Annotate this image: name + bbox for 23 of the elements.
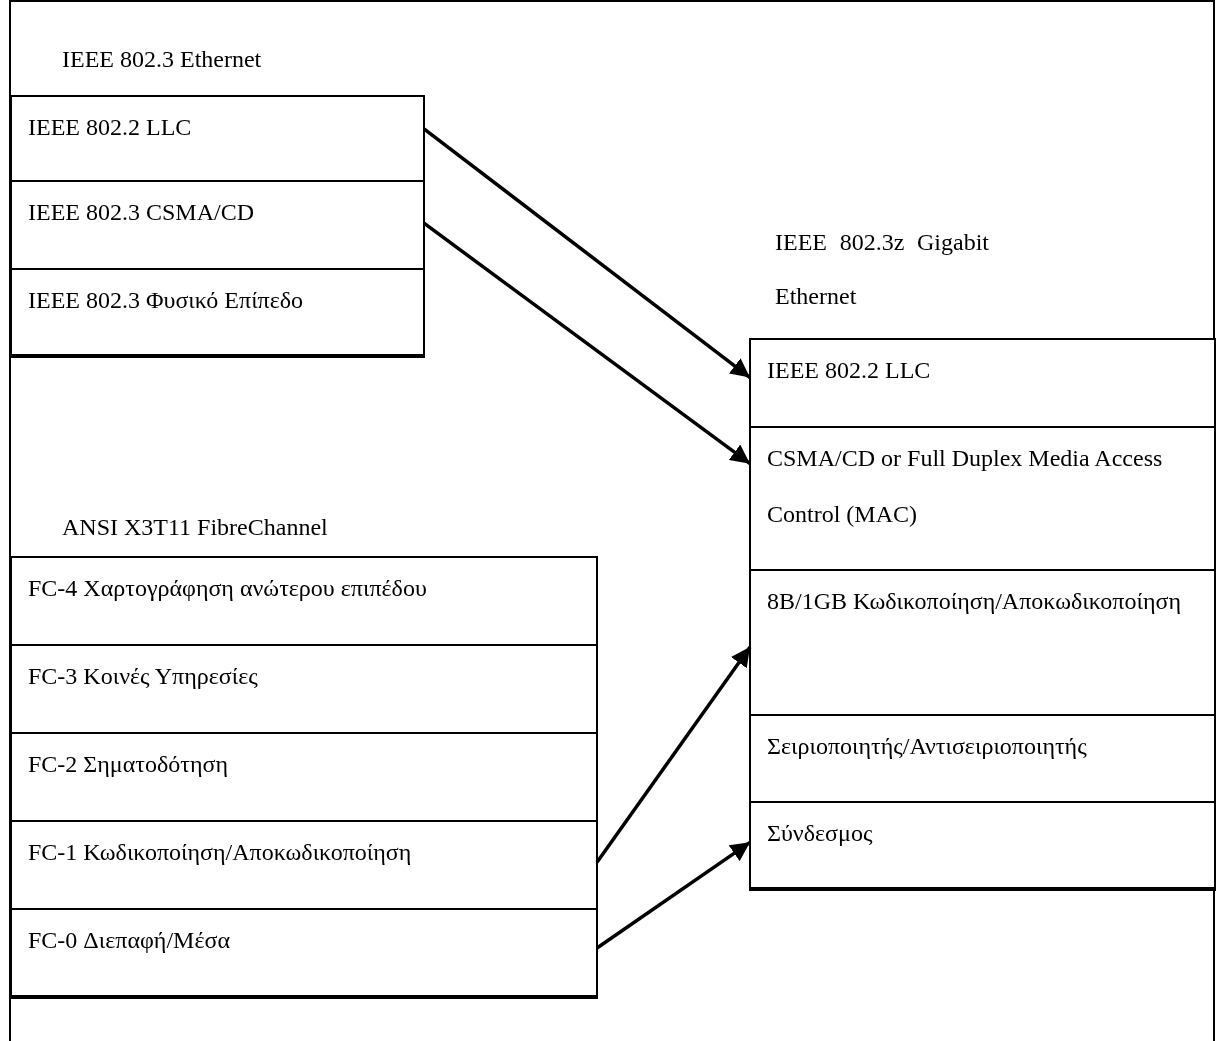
layer-label: FC-3 Κοινές Υπηρεσίες (28, 662, 259, 691)
layer-label: FC-2 Σηματοδότηση (28, 750, 229, 779)
arrow (422, 127, 752, 379)
arrow (595, 645, 752, 864)
layer-label: 8B/1GB Κωδικοποίηση/Αποκωδικοποίηση (767, 587, 1182, 616)
layer-label: IEEE 802.3 Φυσικό Επίπεδο (28, 286, 305, 315)
stack-heading: IEEE 802.3 Ethernet (62, 46, 262, 73)
arrow (596, 840, 751, 950)
layer-label: FC-0 Διεπαφή/Μέσα (28, 926, 231, 955)
layer-label: FC-4 Χαρτογράφηση ανώτερου επιπέδου (28, 574, 428, 603)
layer-stack (10, 95, 425, 358)
stack-heading: IEEE 802.3z Gigabit Ethernet (775, 228, 989, 311)
layer-label: CSMA/CD or Full Duplex Media Access Control (MAC) (767, 444, 1164, 529)
layer-stack (749, 338, 1216, 891)
stack-heading: ANSI X3T11 FibreChannel (62, 514, 328, 541)
layer-label: FC-1 Κωδικοποίηση/Αποκωδικοποίηση (28, 838, 413, 867)
layer-stack (10, 556, 598, 999)
layer-label: Σειριοποιητής/Αντισειριοποιητής (767, 732, 1088, 761)
layer-label: IEEE 802.2 LLC (28, 113, 193, 142)
layer-label: IEEE 802.3 CSMA/CD (28, 198, 255, 227)
layer-label: Σύνδεσμος (767, 819, 874, 848)
layer-label: IEEE 802.2 LLC (767, 356, 932, 385)
arrow (422, 221, 752, 466)
